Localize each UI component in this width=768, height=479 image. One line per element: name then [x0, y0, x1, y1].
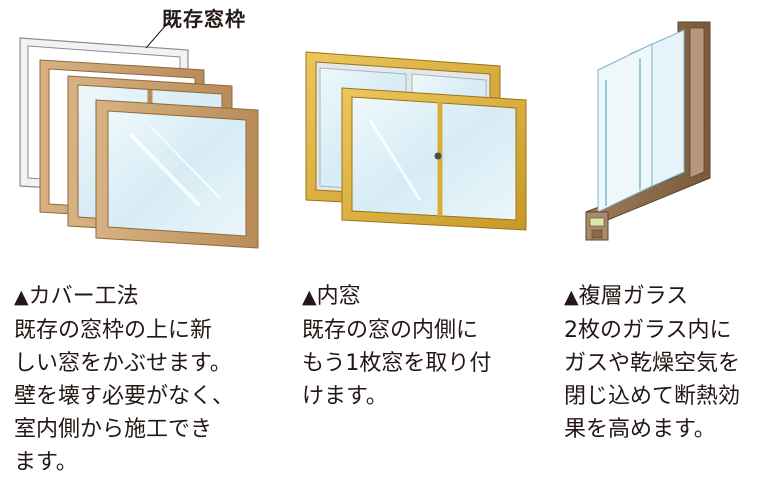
inner-window-figure: [305, 51, 527, 231]
caption-line: 2枚のガラス内に: [564, 318, 732, 343]
inner-sash: [341, 87, 527, 231]
caption-line: 閉じ込めて断熱効: [564, 384, 741, 409]
triangle-marker-icon: ▲: [564, 286, 579, 308]
triangle-marker-icon: ▲: [302, 286, 317, 308]
caption-line: 果を高めます。: [564, 417, 716, 442]
caption-line: ガスや乾燥空気を: [564, 351, 741, 376]
double-glazing-figure: [585, 21, 711, 241]
caption-line: ます。: [14, 450, 78, 475]
caption-cover-method: ▲カバー工法 既存の窓枠の上に新 しい窓をかぶせます。 壁を壊す必要がなく、 室…: [14, 280, 234, 479]
caption-title: ▲複層ガラス: [564, 284, 689, 309]
caption-line: 既存の窓枠の上に新: [14, 318, 213, 343]
caption-line: 室内側から施工でき: [14, 417, 213, 442]
caption-line: 既存の窓の内側に: [302, 318, 479, 343]
window-types-illustration: 既存窓枠 ▲カバー工法 既存の窓枠の上に新 しい窓をかぶせます。 壁を壊す必要が…: [14, 7, 740, 475]
caption-title: ▲カバー工法: [14, 284, 139, 309]
caption-line: しい窓をかぶせます。: [14, 351, 232, 376]
caption-double-glazing: ▲複層ガラス 2枚のガラス内に ガスや乾燥空気を 閉じ込めて断熱効 果を高めます…: [564, 280, 740, 446]
triangle-marker-icon: ▲: [14, 286, 29, 308]
caption-inner-window: ▲内窓 既存の窓の内側に もう1枚窓を取り付 けます。: [302, 280, 491, 413]
caption-title: ▲内窓: [302, 284, 361, 309]
caption-line: けます。: [302, 384, 388, 409]
caption-line: もう1枚窓を取り付: [302, 351, 492, 376]
caption-line: 壁を壊す必要がなく、: [14, 384, 235, 409]
cover-method-figure: [19, 17, 259, 249]
illustration-canvas: [19, 17, 711, 249]
callout-leader-line: [145, 17, 173, 49]
cover-frame-front: [95, 99, 259, 249]
existing-frame-callout: 既存窓枠: [162, 7, 246, 31]
